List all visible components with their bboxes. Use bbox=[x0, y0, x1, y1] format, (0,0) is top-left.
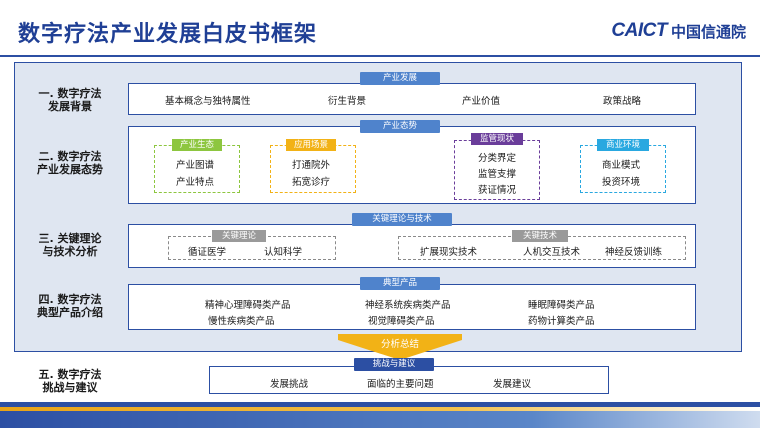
row-4-item: 睡眠障碍类产品 bbox=[528, 300, 595, 311]
group-ecosystem-item: 产业特点 bbox=[176, 177, 215, 188]
row-5-tag: 挑战与建议 bbox=[354, 358, 434, 371]
logo-mark: CAICT bbox=[611, 20, 667, 41]
row-3-label-line1: 三. 关键理论 bbox=[38, 232, 102, 245]
group-scenarios-item: 拓宽诊疗 bbox=[292, 177, 331, 188]
row-1-label-line2: 发展背景 bbox=[48, 100, 92, 113]
row-4-label-line2: 典型产品介绍 bbox=[37, 306, 103, 319]
row-5-item: 发展建议 bbox=[493, 379, 532, 390]
row-4-label-line1: 四. 数字疗法 bbox=[38, 293, 102, 306]
row-4-tag: 典型产品 bbox=[360, 277, 440, 290]
row-1-item: 政策战略 bbox=[603, 96, 642, 107]
row-2-label-line1: 二. 数字疗法 bbox=[38, 150, 102, 163]
row-4-item: 药物计算类产品 bbox=[528, 316, 595, 327]
row-2-label-line2: 产业发展态势 bbox=[37, 163, 103, 176]
row-1-item: 基本概念与独特属性 bbox=[165, 96, 251, 107]
row-1-box bbox=[128, 83, 696, 115]
group-scenarios-tag: 应用场景 bbox=[286, 139, 336, 151]
row-5-label: 五. 数字疗法 挑战与建议 bbox=[18, 368, 122, 394]
row-3-tag: 关键理论与技术 bbox=[352, 213, 452, 226]
summary-arrow-label: 分析总结 bbox=[380, 339, 419, 350]
group-business-tag: 商业环境 bbox=[597, 139, 649, 151]
bottom-stripe-gradient bbox=[0, 411, 760, 428]
group-business-item: 投资环境 bbox=[602, 177, 641, 188]
row-4-item: 视觉障碍类产品 bbox=[368, 316, 435, 327]
row-1-label-line1: 一. 数字疗法 bbox=[38, 87, 102, 100]
group-regulation-item: 获证情况 bbox=[478, 185, 517, 196]
group-business-item: 商业模式 bbox=[602, 160, 641, 171]
group-technology-item: 人机交互技术 bbox=[523, 247, 581, 258]
row-1-item: 产业价值 bbox=[462, 96, 501, 107]
row-5-label-line1: 五. 数字疗法 bbox=[38, 368, 102, 381]
group-technology-item: 神经反馈训练 bbox=[605, 247, 663, 258]
row-3-label-line2: 与技术分析 bbox=[42, 245, 98, 258]
row-1-tag: 产业发展 bbox=[360, 72, 440, 85]
row-5-item: 发展挑战 bbox=[270, 379, 309, 390]
group-ecosystem-item: 产业图谱 bbox=[176, 160, 215, 171]
row-5-box bbox=[209, 366, 609, 394]
group-scenarios-item: 打通院外 bbox=[292, 160, 331, 171]
group-technology-item: 扩展现实技术 bbox=[420, 247, 478, 258]
summary-arrow-icon bbox=[338, 334, 462, 360]
group-theory-item: 认知科学 bbox=[264, 247, 303, 258]
row-2-tag: 产业态势 bbox=[360, 120, 440, 133]
page-title: 数字疗法产业发展白皮书框架 bbox=[18, 22, 318, 47]
row-5-item: 面临的主要问题 bbox=[367, 379, 434, 390]
row-1-label: 一. 数字疗法 发展背景 bbox=[18, 87, 122, 113]
caict-logo: CAICT 中国信通院 bbox=[611, 20, 746, 42]
group-regulation-tag: 监管现状 bbox=[471, 133, 523, 145]
row-2-label: 二. 数字疗法 产业发展态势 bbox=[18, 150, 122, 176]
group-technology-tag: 关键技术 bbox=[512, 230, 568, 242]
row-5-label-line2: 挑战与建议 bbox=[42, 381, 98, 394]
row-4-item: 慢性疾病类产品 bbox=[208, 316, 275, 327]
row-4-label: 四. 数字疗法 典型产品介绍 bbox=[18, 293, 122, 319]
logo-text: 中国信通院 bbox=[670, 22, 746, 41]
row-4-item: 精神心理障碍类产品 bbox=[205, 300, 291, 311]
group-regulation-item: 分类界定 bbox=[478, 153, 517, 164]
row-3-label: 三. 关键理论 与技术分析 bbox=[18, 232, 122, 258]
bottom-stripe-orange bbox=[0, 407, 760, 411]
group-ecosystem-tag: 产业生态 bbox=[172, 139, 222, 151]
title-divider bbox=[0, 55, 760, 57]
group-regulation-item: 监管支撑 bbox=[478, 169, 517, 180]
row-1-item: 衍生背景 bbox=[328, 96, 367, 107]
bottom-stripe-blue bbox=[0, 402, 760, 407]
group-theory-item: 循证医学 bbox=[188, 247, 227, 258]
group-theory-tag: 关键理论 bbox=[212, 230, 266, 242]
row-4-item: 神经系统疾病类产品 bbox=[365, 300, 451, 311]
